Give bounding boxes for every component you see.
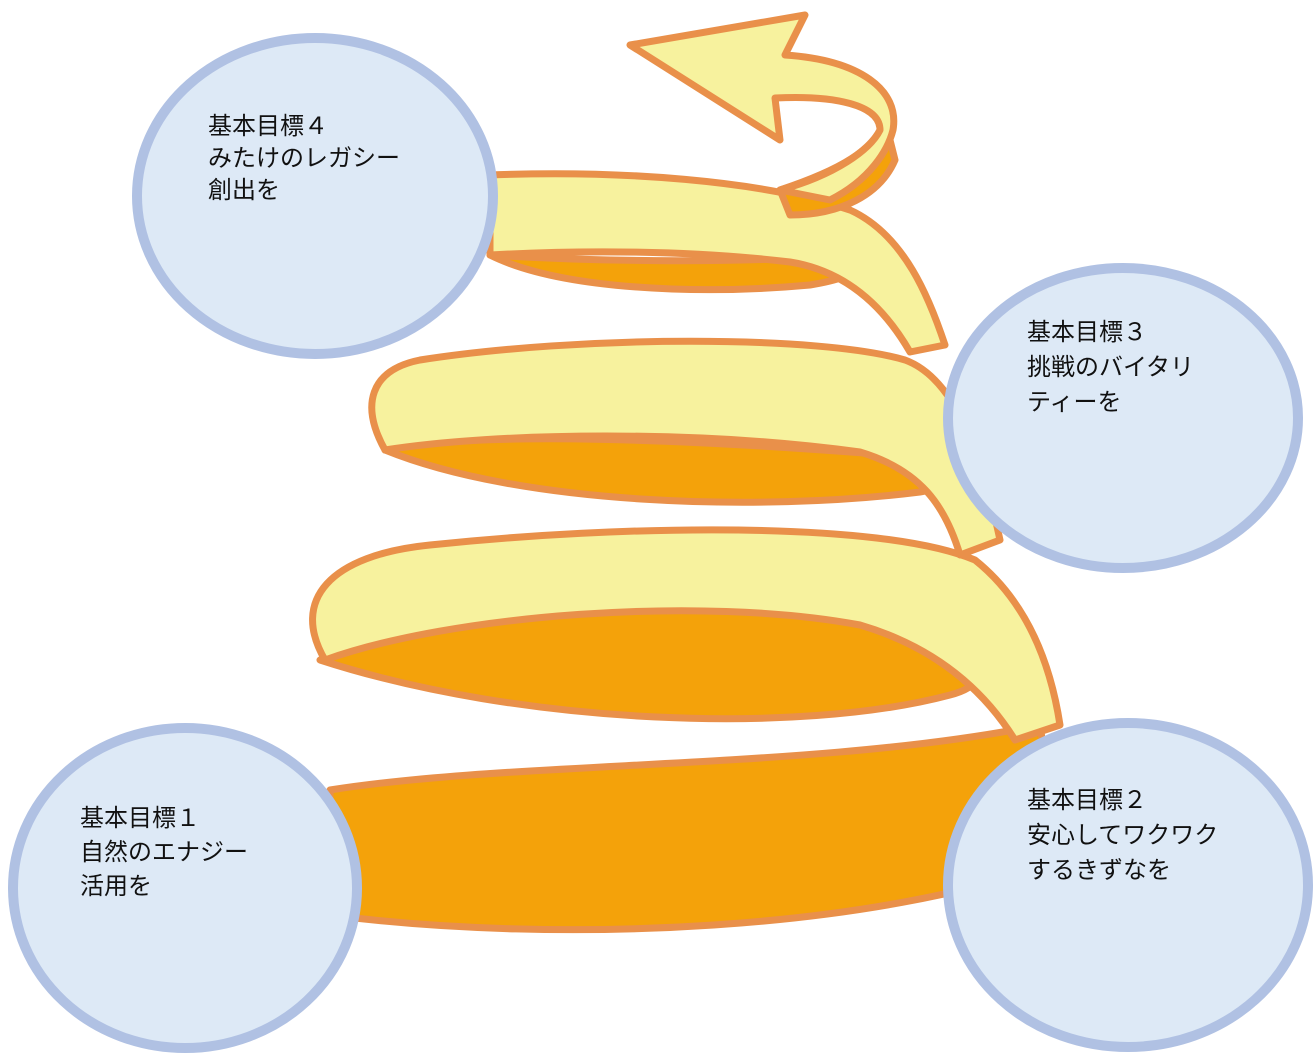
goal-1-line2: 活用を — [80, 872, 152, 900]
goal-4-line1: みたけのレガシー — [208, 144, 400, 172]
goal-circle-4: 基本目標４ みたけのレガシー 創出を — [132, 33, 498, 359]
goal-1-title: 基本目標１ — [80, 804, 200, 832]
goal-1-line1: 自然のエナジー — [80, 838, 248, 866]
ribbon-loop3-front — [486, 170, 949, 356]
goal-2-line2: するきずなを — [1027, 856, 1171, 884]
goal-2-line1: 安心してワクワク — [1027, 821, 1218, 849]
goal-2-title: 基本目標２ — [1027, 786, 1147, 814]
goal-3-line1: 挑戦のバイタリ — [1027, 353, 1194, 381]
goal-circle-2: 基本目標２ 安心してワクワク するきずなを — [943, 718, 1313, 1052]
spiral-ribbon — [309, 11, 1064, 934]
goal-3-title: 基本目標３ — [1027, 318, 1147, 346]
goal-circle-4-shape — [132, 33, 498, 359]
goal-4-title: 基本目標４ — [208, 112, 328, 140]
goal-circle-1: 基本目標１ 自然のエナジー 活用を — [8, 723, 362, 1053]
goal-circle-3: 基本目標３ 挑戦のバイタリ ティーを — [943, 263, 1303, 573]
ribbon-arrow — [626, 11, 898, 204]
goal-circle-1-shape — [8, 723, 362, 1053]
ribbon-loop1-front — [309, 526, 1064, 744]
goal-4-line2: 創出を — [208, 176, 280, 204]
goal-circle-2-shape — [943, 718, 1313, 1052]
goal-circle-3-shape — [943, 263, 1303, 573]
goal-3-line2: ティーを — [1027, 388, 1122, 416]
